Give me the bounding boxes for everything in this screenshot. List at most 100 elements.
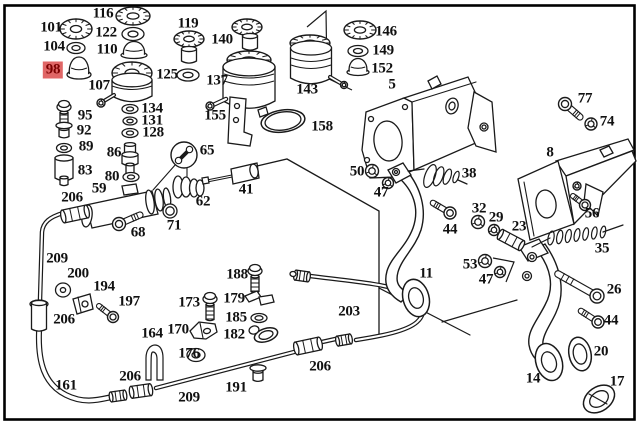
funnel-110 (120, 40, 148, 60)
part-pp (210, 96, 229, 108)
part-label-38: 38 (461, 165, 477, 182)
part-el (249, 163, 259, 179)
cap-116 (115, 6, 151, 26)
part-label-164: 164 (141, 325, 163, 342)
panel-outline (256, 158, 380, 334)
part-ln (77, 296, 82, 313)
part-label-44: 44 (442, 221, 458, 238)
part-label-161: 161 (55, 377, 77, 394)
bracket-155 (227, 96, 253, 147)
part-ln (411, 81, 477, 103)
part-label-143: 143 (296, 81, 318, 98)
part-label-71: 71 (166, 217, 182, 234)
clamp-158 (260, 108, 306, 134)
part-label-86: 86 (106, 144, 122, 161)
part-ln (531, 237, 551, 248)
part-label-80: 80 (104, 168, 120, 185)
part-label-101: 101 (40, 19, 62, 36)
bolt-68 (111, 211, 144, 232)
part-label-62: 62 (195, 193, 211, 210)
part-ln (523, 181, 535, 237)
part-label-59: 59 (91, 180, 107, 197)
part-label-50: 50 (349, 163, 365, 180)
union-206-c (128, 383, 154, 399)
part-label-206: 206 (309, 358, 331, 375)
part-pg (257, 106, 269, 118)
part-ln (602, 224, 624, 233)
part-nt (205, 101, 215, 111)
washer-50 (364, 163, 380, 179)
part-el (401, 103, 409, 111)
part-label-128: 128 (142, 124, 164, 141)
part-el (154, 188, 164, 212)
part-el (363, 156, 371, 164)
part-label-149: 149 (372, 42, 394, 59)
part-label-5: 5 (388, 76, 396, 93)
part-label-47: 47 (373, 184, 389, 201)
part-cv (59, 175, 69, 187)
bolt-197 (95, 302, 120, 324)
bolt-26 (554, 270, 605, 304)
part-el (535, 189, 557, 219)
circlip-71 (162, 203, 178, 219)
part-pp (205, 174, 234, 183)
part-label-173: 173 (178, 294, 200, 311)
part-label-32: 32 (471, 200, 487, 217)
part-el (289, 270, 297, 278)
part-label-65: 65 (199, 142, 215, 159)
part-label-110: 110 (96, 41, 118, 58)
part-label-137: 137 (206, 72, 228, 89)
part-label-209: 209 (46, 250, 68, 267)
part-el (373, 120, 403, 162)
part-ln (588, 393, 608, 405)
pipe-203-end (334, 333, 354, 347)
part-el (481, 124, 487, 130)
part-label-152: 152 (371, 60, 393, 77)
clip-185 (250, 312, 268, 324)
ring-122 (121, 26, 145, 42)
part-label-134: 134 (141, 100, 163, 117)
part-label-56: 56 (584, 205, 600, 222)
nut-29 (487, 223, 501, 237)
part-el (529, 254, 535, 260)
part-el (81, 300, 89, 308)
part-el (195, 179, 205, 197)
grommet-200 (54, 282, 72, 298)
bracket-5-tab (427, 75, 442, 90)
bolt-188 (247, 263, 263, 294)
part-label-155: 155 (204, 107, 226, 124)
part-el (367, 115, 375, 123)
ring-134 (121, 103, 139, 115)
part-label-11: 11 (419, 265, 433, 282)
washer-47 (381, 176, 395, 190)
part-label-77: 77 (577, 90, 593, 107)
pedal-pad-20 (567, 336, 593, 372)
part-label-47: 47 (478, 271, 494, 288)
part-label-44: 44 (603, 312, 619, 329)
part-el (448, 101, 456, 111)
part-ln (199, 322, 204, 339)
ring-131 (122, 116, 138, 126)
part-pp (328, 75, 344, 86)
part-label-35: 35 (594, 240, 610, 257)
part-label-206: 206 (61, 189, 83, 206)
pin-23 (496, 228, 526, 252)
part-nt (96, 98, 106, 108)
part-label-146: 146 (375, 23, 397, 40)
spring-38 (423, 164, 460, 188)
nut-32 (470, 214, 486, 230)
leader-65-a (152, 163, 177, 191)
part-label-95: 95 (77, 107, 93, 124)
reservoir-143 (289, 40, 333, 85)
bolt-44 (429, 199, 457, 220)
boot-152 (346, 57, 370, 77)
part-label-29: 29 (488, 209, 504, 226)
part-label-209: 209 (178, 389, 200, 406)
pipe-203-start (292, 269, 312, 283)
part-label-26: 26 (606, 281, 622, 298)
bracket-8-arm (583, 183, 604, 218)
part-ph (290, 57, 332, 63)
part-pg (201, 176, 210, 185)
